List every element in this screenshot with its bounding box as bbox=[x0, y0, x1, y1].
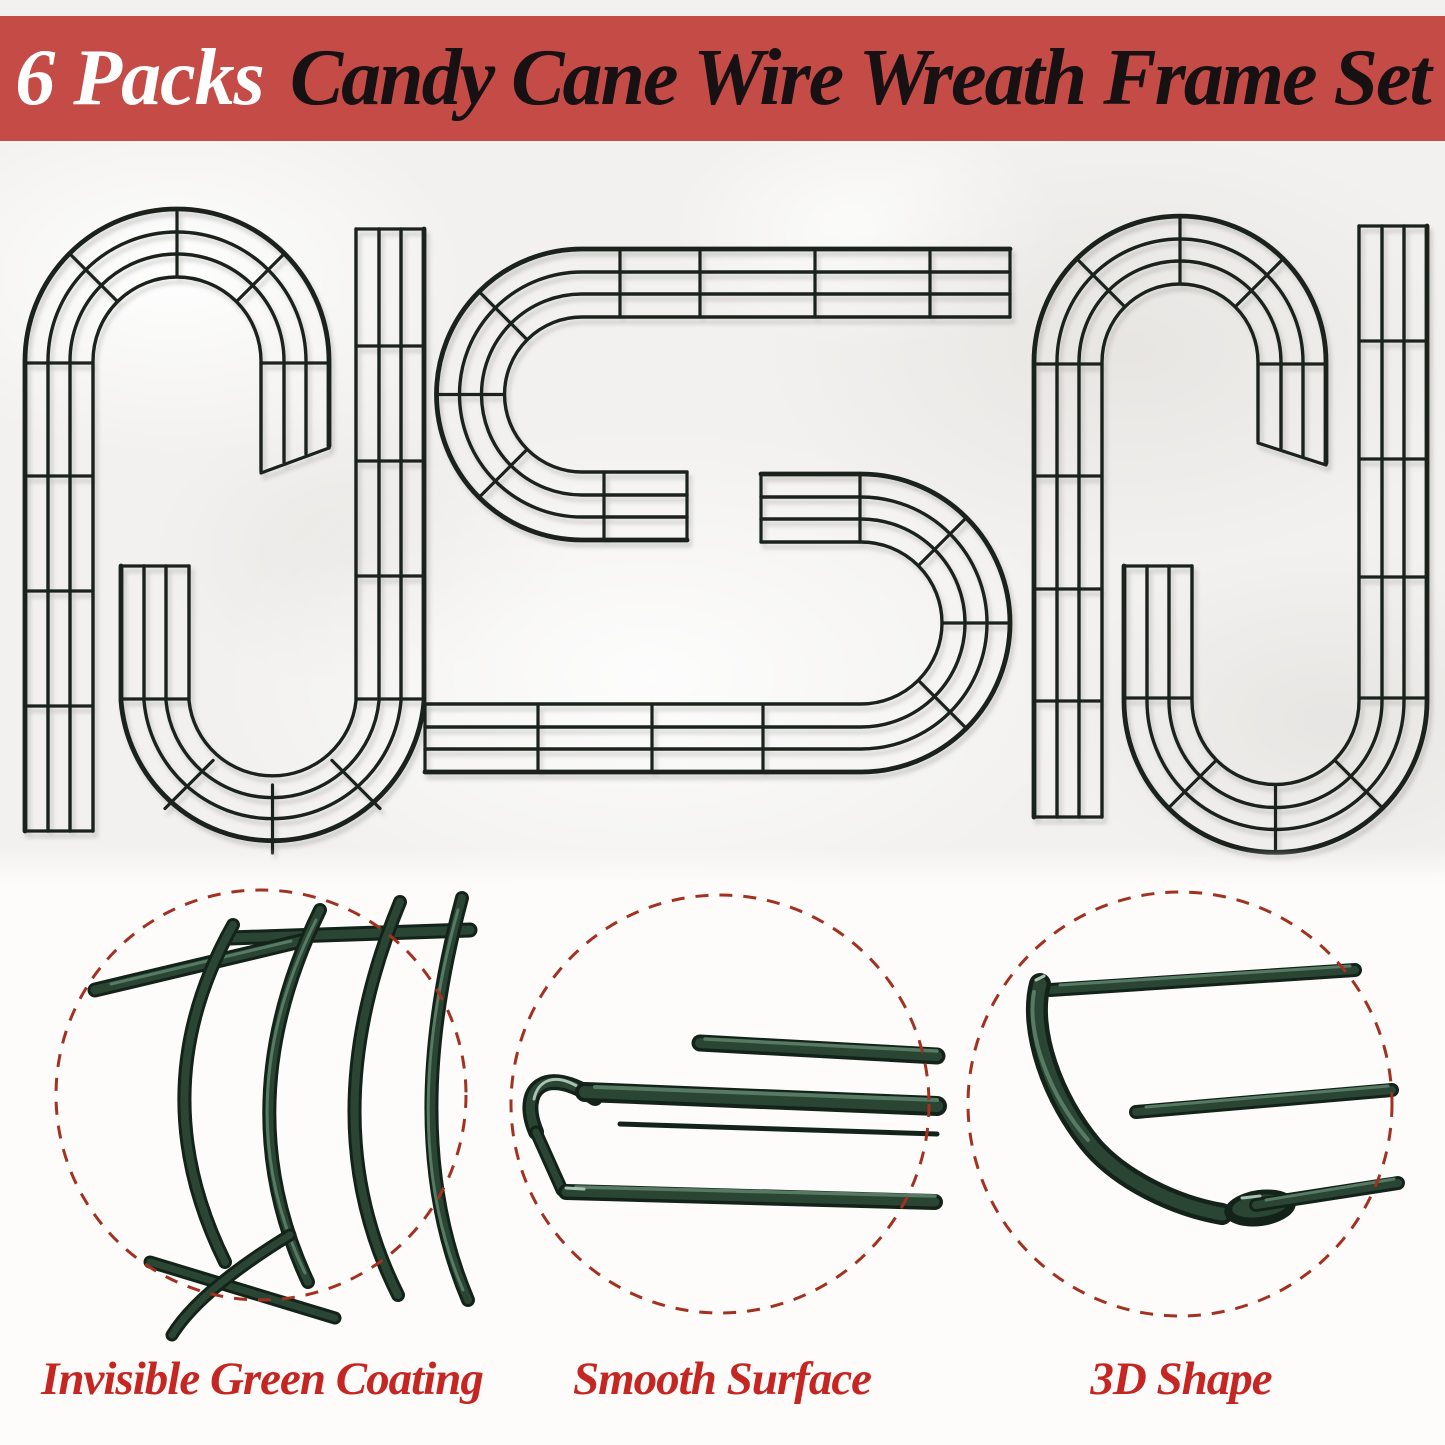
marble-top-strip bbox=[0, 0, 1445, 16]
feature-caption-3d-shape: 3D Shape bbox=[1090, 1353, 1272, 1405]
dashed-circle-border-3 bbox=[966, 890, 1394, 1318]
candy-cane-frame-6-icon bbox=[1121, 223, 1430, 855]
feature-photo-smooth-surface bbox=[509, 893, 947, 1315]
wire-closeup-coating bbox=[87, 891, 478, 1342]
wreath-frames-photo bbox=[0, 141, 1445, 884]
feature-caption-smooth-surface: Smooth Surface bbox=[572, 1353, 872, 1405]
banner-product-title: Candy Cane Wire Wreath Frame Set bbox=[289, 34, 1432, 122]
banner-pack-count: 6 Packs bbox=[15, 34, 265, 122]
candy-cane-frame-3-icon bbox=[434, 246, 1013, 543]
dashed-circle-border-2 bbox=[509, 893, 931, 1315]
feature-caption-invisible-green-coating: Invisible Green Coating bbox=[41, 1353, 484, 1405]
candy-cane-frames-illustration bbox=[22, 206, 1430, 855]
candy-cane-frame-1-icon bbox=[22, 206, 332, 834]
wire-closeup-3d bbox=[1026, 963, 1405, 1227]
dashed-circle-border-1 bbox=[54, 888, 468, 1302]
feature-photo-3d-shape bbox=[966, 890, 1405, 1318]
candy-cane-frame-5-icon bbox=[1031, 213, 1329, 820]
candy-cane-frame-4-icon bbox=[422, 471, 1013, 775]
product-banner: 6 Packs Candy Cane Wire Wreath Frame Set bbox=[0, 16, 1445, 141]
feature-photo-invisible-green-coating bbox=[54, 888, 478, 1342]
wire-closeup-smooth bbox=[522, 1034, 947, 1210]
candy-cane-frame-2-icon bbox=[118, 226, 427, 855]
